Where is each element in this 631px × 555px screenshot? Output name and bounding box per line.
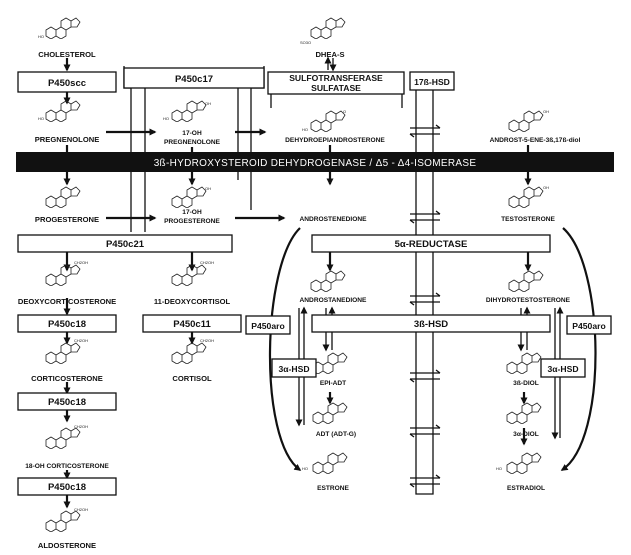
compound-dihydrotestosterone: DIHYDROTESTOSTERONE [486,297,571,304]
enzyme-3a-hsd-left: 3α-HSD [278,364,309,374]
enzyme-p450aro-right: P450aro [572,321,605,331]
compound-dhea-s: DHEA-S [315,50,344,59]
enzyme-p450scc: P450scc [48,78,86,89]
dhea-structure-icon [310,110,346,132]
compound-epi-adt: EPI-ADT [320,380,346,387]
compound-cholesterol: CHOLESTEROL [38,50,96,59]
struct-label-ch2oh: CH2OH [200,260,214,265]
compound-estradiol: ESTRADIOL [507,485,545,492]
testosterone-structure-icon [508,186,544,208]
dhea-s-structure-icon [310,17,346,39]
estrone-structure-icon [312,452,348,474]
compound-labels: CHOLESTEROL DHEA-S PREGNENOLONE 17-OH PR… [18,50,581,550]
compound-3a-diol: 3α-DIOL [513,431,539,438]
cholesterol-structure-icon [45,17,81,39]
enzyme-p450c17: P450c17 [175,74,213,85]
dht-structure-icon [508,270,544,292]
adt-structure-icon [312,402,348,424]
progesterone-structure-icon [45,186,81,208]
18oh-corticosterone-structure-icon [45,427,81,449]
hsd3b-isomerase-label: 3ß-HYDROXYSTEROID DEHYDROGENASE / Δ5 - Δ… [154,158,477,169]
struct-label-ho: HO [496,466,502,471]
struct-label-ch2oh: CH2OH [74,338,88,343]
enzyme-sulfotransferase: SULFOTRANSFERASE [289,73,383,83]
struct-label-o: O [343,109,346,114]
17oh-progesterone-structure-icon [171,186,207,208]
enzyme-5a-reductase: 5α-REDUCTASE [395,239,468,250]
struct-label-ho: HO [163,116,169,121]
compound-corticosterone: CORTICOSTERONE [31,374,103,383]
compound-androstanedione: ANDROSTANEDIONE [300,297,368,304]
enzyme-sulfatase: SULFATASE [311,83,361,93]
deoxycortisol-structure-icon [171,264,207,286]
enzyme-3b-hsd: 3ß-HSD [414,319,448,330]
deoxycorticosterone-structure-icon [45,264,81,286]
enzyme-p450c21: P450c21 [106,239,145,250]
compound-androstenediol: ANDROST-5-ENE-3ß,17ß-diol [490,137,581,144]
compound-17oh-pregnenolone-l1: 17-OH [182,130,202,137]
struct-label-so3o: SO3O [300,40,311,45]
compound-testosterone: TESTOSTERONE [501,216,555,223]
corticosterone-structure-icon [45,342,81,364]
struct-label-ho: HO [38,116,44,121]
struct-label-oh: OH [543,185,549,190]
struct-label-oh: OH [205,101,211,106]
enzyme-p450c18-2: P450c18 [48,397,86,408]
estradiol-structure-icon [506,452,542,474]
struct-label-ho: HO [302,466,308,471]
struct-label-ch2oh: CH2OH [200,338,214,343]
steroid-structures: HO SO3O HO HO OH HO O OH OH OH CH2OH CH2… [38,17,549,532]
hsd3b-isomerase-bar: 3ß-HYDROXYSTEROID DEHYDROGENASE / Δ5 - Δ… [16,152,614,172]
3a-diol-structure-icon [506,402,542,424]
enzyme-p450c18: P450c18 [48,319,86,330]
compound-dehydroepiandrosterone: DEHYDROEPIANDROSTERONE [285,137,385,144]
compound-17oh-pregnenolone-l2: PREGNENOLONE [164,139,221,146]
compound-18oh-corticosterone: 18-OH CORTICOSTERONE [25,463,109,470]
androstanedione-structure-icon [310,270,346,292]
struct-label-ch2oh: CH2OH [74,424,88,429]
enzyme-boxes: P450scc P450c17 SULFOTRANSFERASE SULFATA… [17,67,612,496]
3b-diol-structure-icon [506,352,542,374]
compound-11-deoxycortisol: 11-DEOXYCORTISOL [154,297,231,306]
compound-deoxycorticosterone: DEOXYCORTICOSTERONE [18,297,116,306]
struct-label-ch2oh: CH2OH [74,507,88,512]
cortisol-structure-icon [171,342,207,364]
compound-17oh-progesterone-l1: 17-OH [182,209,202,216]
androstenediol-structure-icon [508,110,544,132]
compound-pregnenolone: PREGNENOLONE [35,135,100,144]
aldosterone-structure-icon [45,510,81,532]
pregnenolone-structure-icon [45,100,81,122]
enzyme-p450c18-3: P450c18 [48,482,86,493]
struct-label-ho: HO [302,127,308,132]
enzyme-p450aro-left: P450aro [251,321,284,331]
compound-adt: ADT (ADT-G) [316,431,356,438]
enzyme-17b-hsd: 17ß-HSD [414,77,450,87]
enzyme-3a-hsd-right: 3α-HSD [547,364,578,374]
compound-cortisol: CORTISOL [172,374,212,383]
compound-androstenedione: ANDROSTENEDIONE [299,216,367,223]
compound-aldosterone: ALDOSTERONE [38,541,96,550]
struct-label-oh: OH [205,186,211,191]
enzyme-p450c11: P450c11 [173,319,211,330]
compound-3b-diol: 3ß-DIOL [513,380,539,387]
17oh-pregnenolone-structure-icon [171,100,207,122]
struct-label-ho: HO [38,34,44,39]
epi-adt-structure-icon [312,352,348,374]
compound-17oh-progesterone-l2: PROGESTERONE [164,218,220,225]
compound-progesterone: PROGESTERONE [35,215,99,224]
struct-label-oh: OH [543,109,549,114]
struct-label-ch2oh: CH2OH [74,260,88,265]
compound-estrone: ESTRONE [317,485,349,492]
